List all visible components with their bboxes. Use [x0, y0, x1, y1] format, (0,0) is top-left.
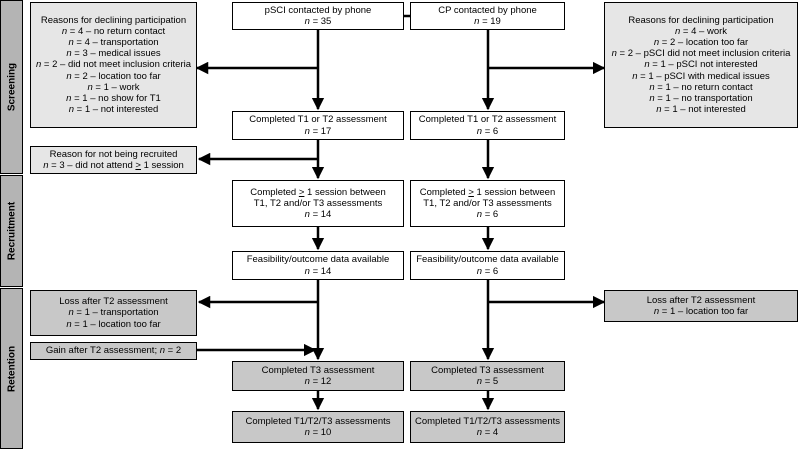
reason-item: n = 1 – not interested [68, 104, 159, 116]
cp-feasibility-title: Feasibility/outcome data available [416, 254, 559, 266]
psci-completed-all-n: n = 10 [304, 427, 332, 438]
reason-item: n = 4 – work [674, 25, 728, 37]
psci-feasibility-n: n = 14 [304, 265, 332, 277]
psci-contacted-box: pSCI contacted by phone n = 35 [232, 2, 404, 30]
psci-completed-t1t2-title: Completed T1 or T2 assessment [249, 114, 387, 126]
reason-item: n = 2 – did not meet inclusion criteria [35, 59, 192, 71]
left-loss-title: Loss after T2 assessment [59, 296, 168, 308]
psci-completed-all-title: Completed T1/T2/T3 assessments [245, 415, 391, 427]
cp-completed-t3-box: Completed T3 assessment n = 5 [410, 361, 565, 391]
psci-completed-all-box: Completed T1/T2/T3 assessments n = 10 [232, 411, 404, 443]
reason-item: n = 1 – location too far [653, 306, 749, 317]
cp-contacted-n: n = 19 [474, 16, 501, 27]
reason-item: n = 2 – pSCI did not meet inclusion crit… [611, 48, 791, 60]
reason-item: n = 4 – transportation [68, 36, 159, 48]
cp-completed-t1t2-box: Completed T1 or T2 assessment n = 6 [410, 111, 565, 140]
left-declining-box: Reasons for declining participation n = … [30, 2, 197, 128]
stage-recruitment-label: Recruitment [6, 201, 17, 261]
cp-completed-all-title: Completed T1/T2/T3 assessments [414, 415, 561, 427]
cp-session-title: Completed > 1 session between [419, 186, 556, 198]
cp-completed-t1t2-title: Completed T1 or T2 assessment [418, 114, 557, 126]
reason-item: n = 3 – medical issues [66, 48, 161, 60]
cp-session-title2: T1, T2 and/or T3 assessments [423, 197, 552, 209]
psci-session-title: Completed > 1 session between [250, 186, 386, 198]
reason-item: n = 1 – pSCI with medical issues [632, 70, 770, 82]
cp-session-box: Completed > 1 session between T1, T2 and… [410, 180, 565, 227]
right-loss-list: n = 1 – location too far [654, 306, 748, 317]
reason-item: n = 1 – work [87, 81, 140, 93]
psci-completed-t3-title: Completed T3 assessment [261, 364, 375, 376]
reason-item: n = 1 – location too far [66, 318, 161, 330]
stage-screening: Screening [0, 0, 23, 174]
cp-completed-t3-n: n = 5 [476, 376, 499, 387]
cp-completed-all-box: Completed T1/T2/T3 assessments n = 4 [410, 411, 565, 443]
left-declining-title: Reasons for declining participation [40, 14, 187, 26]
reason-item: n = 1 – pSCI not interested [644, 59, 758, 71]
reason-item: n = 1 – transportation [68, 307, 159, 319]
psci-completed-t1t2-box: Completed T1 or T2 assessment n = 17 [232, 111, 404, 140]
cp-contacted-box: CP contacted by phone n = 19 [410, 2, 565, 30]
reason-item: n = 1 – no show for T1 [66, 93, 161, 104]
gain-text: Gain after T2 assessment; n = 2 [45, 345, 182, 357]
psci-completed-t3-n: n = 12 [304, 376, 332, 387]
reason-item: n = 2 – location too far [653, 36, 749, 48]
cp-feasibility-n: n = 6 [476, 265, 499, 277]
psci-session-title2: T1, T2 and/or T3 assessments [253, 197, 383, 209]
reason-item: n = 4 – no return contact [61, 25, 166, 37]
not-recruited-box: Reason for not being recruited n = 3 – d… [30, 146, 197, 174]
stage-screening-label: Screening [6, 62, 17, 112]
psci-contacted-title: pSCI contacted by phone [264, 4, 372, 16]
cp-completed-all-n: n = 4 [476, 427, 499, 438]
stage-retention: Retention [0, 288, 23, 449]
cp-completed-t1t2-n: n = 6 [476, 125, 499, 137]
right-declining-title: Reasons for declining participation [628, 14, 774, 26]
right-loss-title: Loss after T2 assessment [646, 294, 756, 306]
right-declining-box: Reasons for declining participation n = … [604, 2, 798, 128]
psci-completed-t1t2-n: n = 17 [304, 125, 332, 137]
psci-contacted-n: n = 35 [304, 16, 332, 27]
psci-completed-t3-box: Completed T3 assessment n = 12 [232, 361, 404, 391]
reason-item: n = 1 – no transportation [649, 93, 753, 104]
cp-completed-t3-title: Completed T3 assessment [431, 364, 544, 376]
gain-box: Gain after T2 assessment; n = 2 [30, 342, 197, 360]
psci-feasibility-box: Feasibility/outcome data available n = 1… [232, 251, 404, 280]
psci-session-box: Completed > 1 session between T1, T2 and… [232, 180, 404, 227]
reason-item: n = 1 – not interested [656, 104, 746, 116]
reason-item: n = 1 – no return contact [649, 81, 753, 93]
not-recruited-title: Reason for not being recruited [49, 148, 178, 160]
cp-session-n: n = 6 [476, 209, 499, 221]
reason-item: n = 2 – location too far [66, 70, 161, 82]
cp-feasibility-box: Feasibility/outcome data available n = 6 [410, 251, 565, 280]
cp-contacted-title: CP contacted by phone [438, 4, 537, 16]
left-loss-box: Loss after T2 assessment n = 1 – transpo… [30, 290, 197, 336]
stage-recruitment: Recruitment [0, 175, 23, 287]
not-recruited-reason: n = 3 – did not attend > 1 session [43, 160, 184, 171]
stage-retention-label: Retention [6, 345, 17, 392]
right-loss-box: Loss after T2 assessment n = 1 – locatio… [604, 290, 798, 322]
psci-session-n: n = 14 [304, 209, 332, 221]
psci-feasibility-title: Feasibility/outcome data available [246, 254, 390, 266]
